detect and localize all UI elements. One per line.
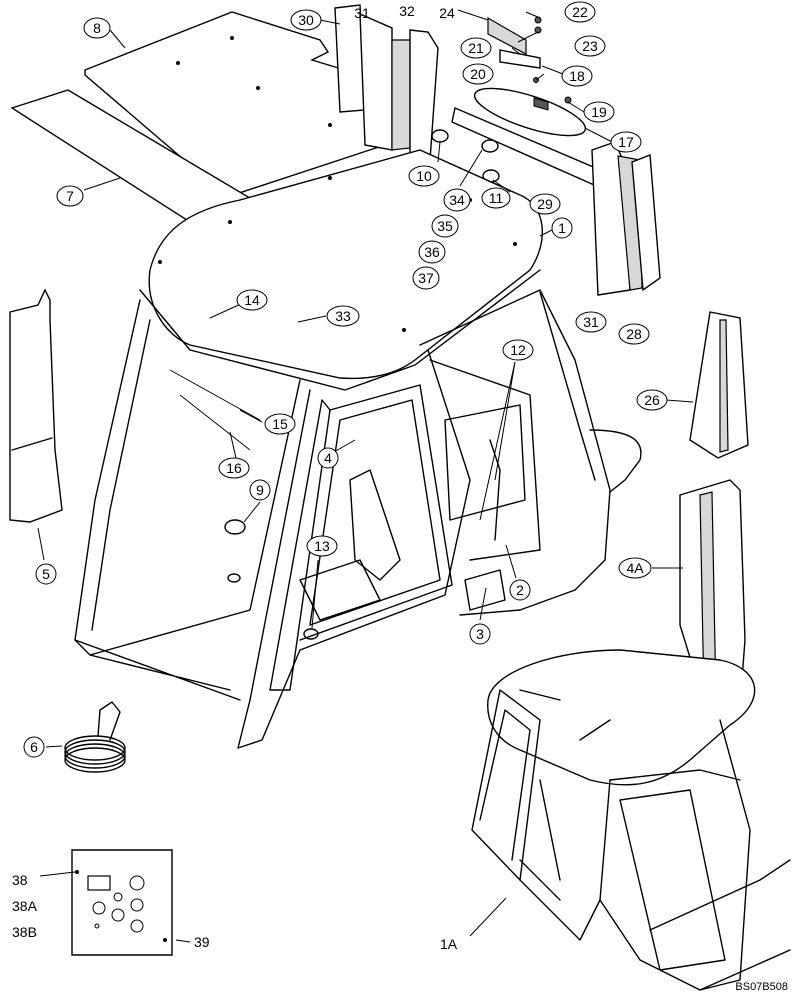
cab-roof bbox=[139, 149, 544, 391]
callout-4: 4 bbox=[317, 447, 339, 469]
callout-11: 11 bbox=[481, 187, 511, 209]
callout-26-label: 26 bbox=[644, 392, 660, 408]
cab-assembly-1a bbox=[471, 649, 791, 991]
callout-24: 24 bbox=[439, 5, 455, 21]
callout-39: 39 bbox=[194, 934, 210, 950]
callout-3-label: 3 bbox=[476, 626, 484, 642]
callout-10: 10 bbox=[408, 165, 440, 187]
callout-38a-label: 38A bbox=[12, 898, 38, 914]
callout-4a: 4A bbox=[618, 557, 652, 579]
callout-15: 15 bbox=[264, 413, 296, 435]
callout-37: 37 bbox=[412, 266, 440, 290]
callout-38: 38 bbox=[12, 872, 28, 888]
callout-1: 1 bbox=[551, 217, 573, 239]
callout-2: 2 bbox=[509, 579, 531, 601]
callout-30-label: 30 bbox=[298, 12, 314, 28]
callout-3: 3 bbox=[469, 623, 491, 645]
callout-39-label: 39 bbox=[194, 934, 210, 950]
mirror-assembly bbox=[473, 16, 587, 137]
callout-16-label: 16 bbox=[226, 460, 242, 476]
callout-20-label: 20 bbox=[470, 66, 486, 82]
callout-7: 7 bbox=[56, 185, 84, 207]
callout-31-side: 31 bbox=[575, 311, 607, 333]
cab-frame bbox=[74, 289, 642, 749]
callout-16: 16 bbox=[218, 457, 250, 479]
callout-35: 35 bbox=[431, 214, 459, 238]
callout-23-label: 23 bbox=[582, 38, 598, 54]
callout-24-label: 24 bbox=[439, 5, 455, 21]
callout-15-label: 15 bbox=[272, 416, 288, 432]
left-post-trim-5 bbox=[9, 288, 63, 523]
callout-28: 28 bbox=[618, 323, 650, 345]
callout-36-label: 36 bbox=[424, 244, 440, 260]
callout-14: 14 bbox=[236, 289, 268, 311]
callout-19-label: 19 bbox=[591, 104, 607, 120]
callout-9-label: 9 bbox=[256, 482, 264, 498]
decal-plate-38 bbox=[71, 849, 173, 956]
callout-33: 33 bbox=[326, 305, 360, 327]
callout-30: 30 bbox=[290, 9, 322, 31]
callout-12: 12 bbox=[502, 339, 534, 361]
callout-17-label: 17 bbox=[618, 134, 634, 150]
callout-29: 29 bbox=[529, 193, 561, 215]
callout-21: 21 bbox=[460, 37, 492, 59]
callout-38b: 38B bbox=[12, 924, 37, 940]
seal-roll-6 bbox=[64, 701, 126, 773]
callout-18: 18 bbox=[561, 65, 593, 87]
roof-fasteners bbox=[224, 129, 500, 640]
callout-17: 17 bbox=[610, 131, 642, 153]
callout-18-label: 18 bbox=[569, 68, 585, 84]
callout-1a-label: 1A bbox=[440, 936, 458, 952]
callout-31-side-label: 31 bbox=[583, 314, 599, 330]
callout-33-label: 33 bbox=[335, 308, 351, 324]
callout-23: 23 bbox=[574, 35, 606, 57]
callout-29-label: 29 bbox=[537, 196, 553, 212]
callout-20: 20 bbox=[462, 63, 494, 85]
callout-26: 26 bbox=[636, 389, 668, 411]
callout-13-label: 13 bbox=[314, 538, 330, 554]
callout-19: 19 bbox=[583, 101, 615, 123]
callout-36: 36 bbox=[418, 240, 446, 264]
callout-2-label: 2 bbox=[516, 582, 524, 598]
callout-31-top: 31 bbox=[354, 5, 370, 21]
figure-code: BS07B508 bbox=[735, 981, 788, 993]
callout-22-label: 22 bbox=[572, 4, 588, 20]
callout-11-label: 11 bbox=[489, 190, 504, 206]
callout-32: 32 bbox=[399, 3, 415, 19]
callout-6: 6 bbox=[23, 736, 45, 758]
callout-22: 22 bbox=[564, 1, 596, 23]
callout-1a: 1A bbox=[440, 936, 458, 952]
callout-35-label: 35 bbox=[437, 218, 453, 234]
callout-5: 5 bbox=[35, 563, 57, 585]
callout-38a: 38A bbox=[12, 898, 38, 914]
leader-lines bbox=[37, 9, 694, 943]
callout-32-label: 32 bbox=[399, 3, 415, 19]
trim-strips-30-31-32 bbox=[334, 4, 439, 161]
callout-37-label: 37 bbox=[418, 270, 434, 286]
trim-4a bbox=[679, 479, 746, 713]
callout-6-label: 6 bbox=[30, 739, 38, 755]
side-trims-31-28 bbox=[591, 141, 661, 296]
callout-8: 8 bbox=[83, 17, 111, 39]
callout-10-label: 10 bbox=[416, 168, 432, 184]
callout-38-label: 38 bbox=[12, 872, 28, 888]
callout-12-label: 12 bbox=[510, 342, 526, 358]
callout-34: 34 bbox=[443, 188, 471, 212]
callout-8-label: 8 bbox=[93, 20, 101, 36]
callout-9: 9 bbox=[249, 479, 271, 501]
trim-26 bbox=[689, 311, 749, 459]
callout-4a-label: 4A bbox=[626, 560, 644, 576]
callout-34-label: 34 bbox=[449, 192, 465, 208]
callout-38b-label: 38B bbox=[12, 924, 37, 940]
callout-1-label: 1 bbox=[558, 220, 566, 236]
callout-7-label: 7 bbox=[66, 188, 74, 204]
callout-28-label: 28 bbox=[626, 326, 642, 342]
callout-21-label: 21 bbox=[468, 40, 484, 56]
callout-5-label: 5 bbox=[42, 566, 50, 582]
callout-14-label: 14 bbox=[244, 292, 260, 308]
callout-13: 13 bbox=[306, 535, 338, 557]
callout-4-label: 4 bbox=[324, 450, 332, 466]
callout-31-top-label: 31 bbox=[354, 5, 370, 21]
